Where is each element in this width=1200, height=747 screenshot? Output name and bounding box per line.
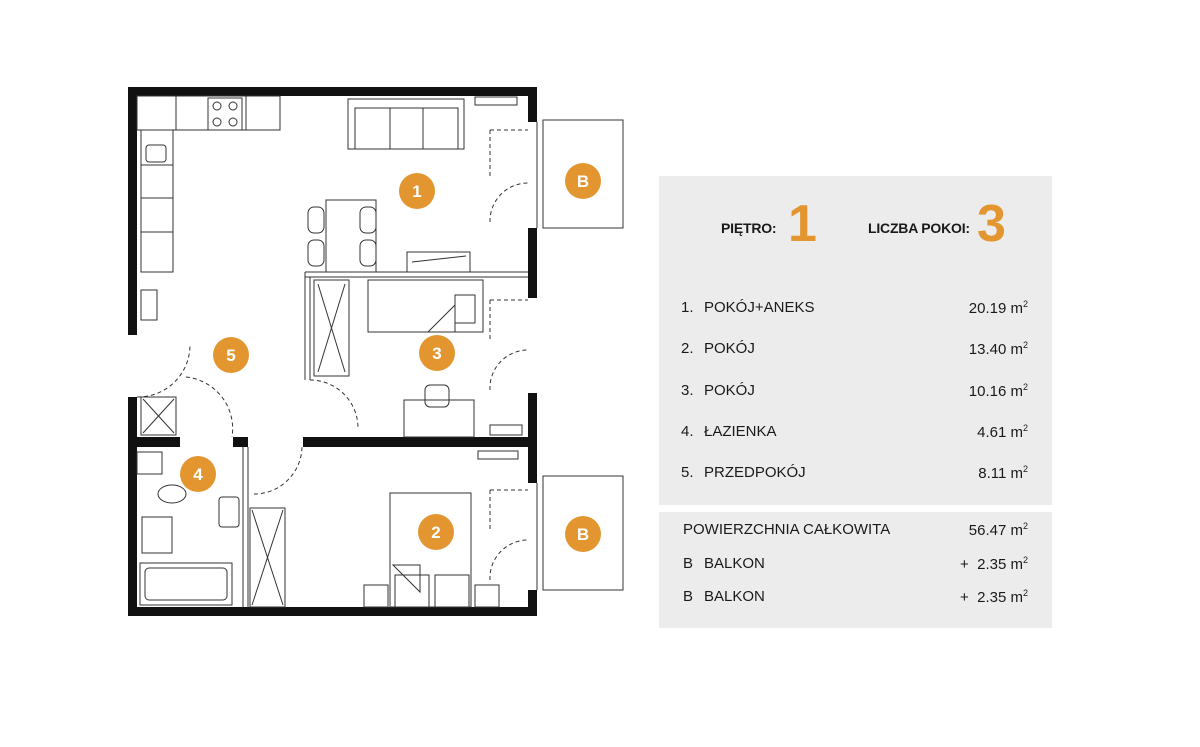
room-marker-1: 1 — [399, 173, 435, 209]
svg-text:B: B — [577, 525, 589, 544]
balcony-top — [536, 119, 624, 229]
room-marker-5: 5 — [213, 337, 249, 373]
svg-text:5: 5 — [226, 346, 235, 365]
rooms-count-label: LICZBA POKOI: — [868, 220, 970, 236]
svg-text:3: 3 — [432, 344, 441, 363]
furniture-room-2 — [249, 450, 519, 608]
svg-text:B: B — [577, 172, 589, 191]
svg-text:2: 2 — [431, 523, 440, 542]
svg-text:1: 1 — [412, 182, 421, 201]
balcony-marker-top: B — [565, 163, 601, 199]
bathroom-fixtures — [136, 396, 240, 606]
room-marker-3: 3 — [419, 335, 455, 371]
walls — [128, 87, 537, 616]
furniture-room-1 — [307, 96, 518, 273]
balcony-bottom — [536, 475, 624, 591]
floor-value: 1 — [788, 195, 817, 253]
room-marker-2: 2 — [418, 514, 454, 550]
kitchen-units — [136, 95, 281, 321]
balcony-marker-bottom: B — [565, 516, 601, 552]
floor-plan: 1 2 3 4 5 B B — [128, 87, 624, 616]
room-marker-4: 4 — [180, 456, 216, 492]
furniture-room-3 — [313, 279, 523, 438]
svg-text:4: 4 — [193, 465, 203, 484]
rooms-count-value: 3 — [977, 195, 1006, 253]
doors — [136, 129, 529, 581]
floor-label: PIĘTRO: — [721, 220, 777, 236]
